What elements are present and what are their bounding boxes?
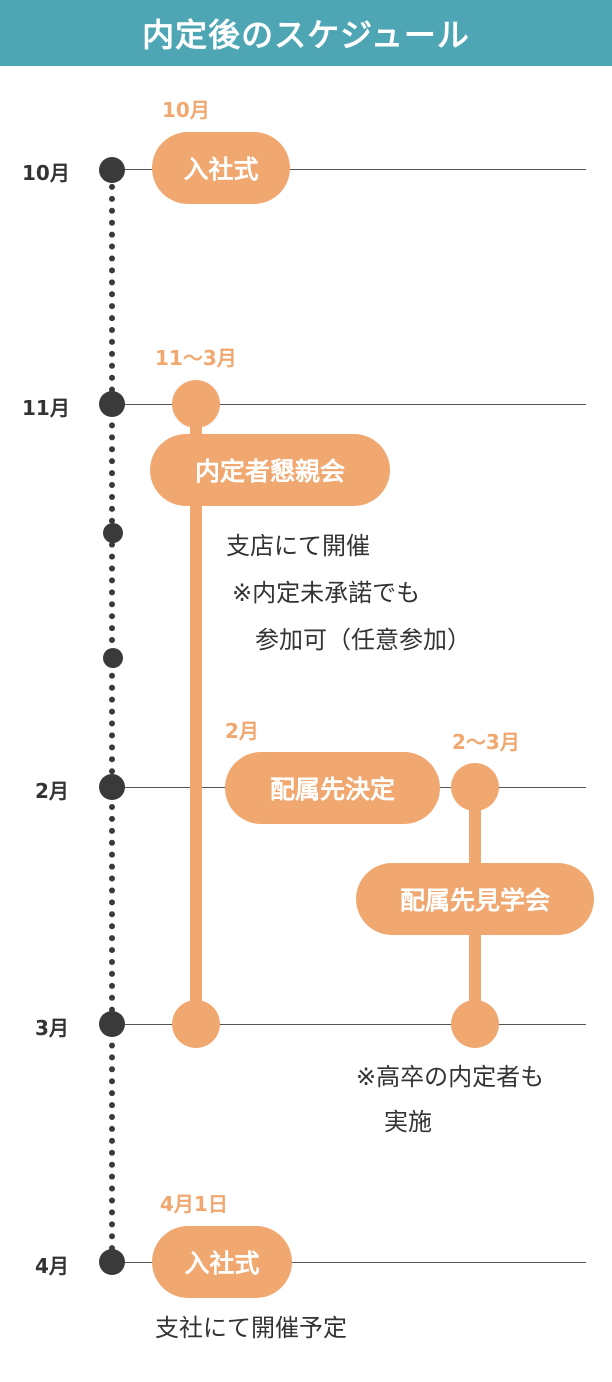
social-duration-bar [190, 404, 202, 1024]
social-end-marker [172, 1000, 220, 1048]
event-date-assignment: 2月 [225, 719, 259, 743]
month-label-nov: 11月 [22, 396, 70, 420]
event-date-visit: 2〜3月 [452, 730, 520, 754]
event-visit: 配属先見学会 [356, 863, 594, 935]
event-date-ceremony-apr: 4月1日 [160, 1192, 228, 1216]
event-note-ceremony-apr: 支社にて開催予定 [155, 1314, 347, 1342]
month-line-mar [112, 1024, 586, 1025]
social-start-marker [172, 380, 220, 428]
event-ceremony-oct: 入社式 [152, 132, 290, 204]
month-dot-feb [99, 774, 125, 800]
visit-end-marker [451, 1000, 499, 1048]
month-dot-mar [99, 1011, 125, 1037]
month-line-nov [112, 404, 586, 405]
event-note-social: ※内定未承諾でも [232, 579, 421, 607]
timeline-spine [109, 172, 115, 1264]
month-label-mar: 3月 [35, 1016, 69, 1040]
event-date-ceremony-oct: 10月 [162, 98, 210, 122]
event-note-visit: ※高卒の内定者も [356, 1063, 545, 1091]
page-title: 内定後のスケジュール [0, 0, 612, 66]
event-ceremony-apr: 入社式 [152, 1226, 292, 1298]
timeline-dot [103, 523, 123, 543]
month-line-apr [112, 1262, 586, 1263]
event-social: 内定者懇親会 [150, 434, 390, 506]
visit-start-marker [451, 763, 499, 811]
month-label-apr: 4月 [35, 1254, 69, 1278]
month-dot-oct [99, 157, 125, 183]
month-label-oct: 10月 [22, 161, 70, 185]
month-dot-apr [99, 1249, 125, 1275]
month-dot-nov [99, 391, 125, 417]
timeline-dot [103, 648, 123, 668]
event-assignment: 配属先決定 [225, 752, 440, 824]
event-note-visit: 実施 [384, 1108, 432, 1136]
event-date-social: 11〜3月 [155, 346, 237, 370]
month-label-feb: 2月 [35, 779, 69, 803]
event-note-social: 参加可（任意参加） [255, 626, 471, 654]
event-note-social: 支店にて開催 [226, 532, 370, 560]
month-line-oct [112, 169, 586, 170]
